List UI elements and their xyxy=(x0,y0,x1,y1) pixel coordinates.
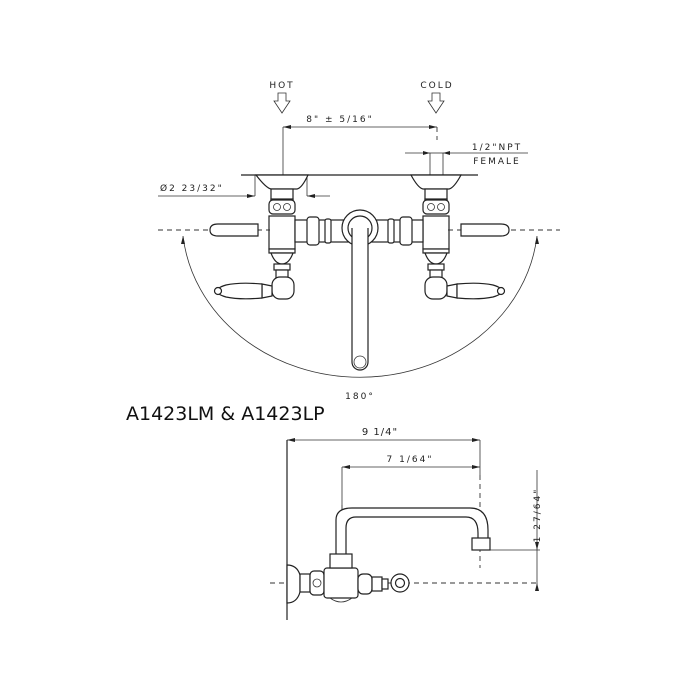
female-label: FEMALE xyxy=(473,157,521,167)
cold-label: COLD xyxy=(420,81,453,91)
npt-label: 1/2"NPT xyxy=(472,143,522,153)
swing-angle-label: 180° xyxy=(345,392,375,402)
center-spacing-dimension: 8" ± 5/16" xyxy=(306,115,373,125)
cold-arrow-icon xyxy=(427,92,445,114)
flange-diameter-dimension: Ø2 23/32" xyxy=(160,183,224,194)
spout-reach-dimension: 7 1/64" xyxy=(387,455,434,465)
front-view: HOT COLD 8" ± 5/16" 1/2"NPT FEMALE Ø2 23… xyxy=(158,81,560,402)
hot-valve xyxy=(213,174,309,300)
spout-front xyxy=(351,228,369,371)
overall-depth-dimension: 9 1/4" xyxy=(362,427,398,438)
spout-height-dimension: 1 27/64" xyxy=(533,488,543,543)
cold-valve xyxy=(409,174,506,300)
model-title: A1423LM & A1423LP xyxy=(126,403,325,425)
hot-arrow-icon xyxy=(273,92,291,114)
side-view: 9 1/4" 7 1/64" 1 27/64" xyxy=(270,427,543,620)
swing-arc xyxy=(182,235,538,378)
hot-label: HOT xyxy=(269,81,294,91)
